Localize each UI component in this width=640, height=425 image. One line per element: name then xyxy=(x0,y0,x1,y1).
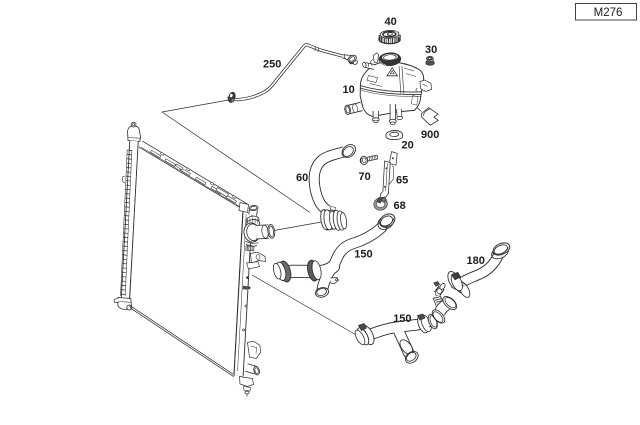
svg-text:250: 250 xyxy=(263,58,281,70)
svg-text:70: 70 xyxy=(359,171,371,183)
svg-text:65: 65 xyxy=(396,175,408,187)
svg-text:180: 180 xyxy=(467,255,485,267)
svg-text:60: 60 xyxy=(296,172,308,184)
svg-text:40: 40 xyxy=(385,16,397,28)
svg-text:10: 10 xyxy=(343,84,355,96)
svg-text:30: 30 xyxy=(425,44,437,56)
svg-text:20: 20 xyxy=(402,139,414,151)
svg-text:900: 900 xyxy=(421,129,439,141)
svg-text:150: 150 xyxy=(393,313,411,325)
svg-text:150: 150 xyxy=(354,248,372,260)
svg-text:M276: M276 xyxy=(594,7,623,19)
svg-text:68: 68 xyxy=(394,200,406,212)
